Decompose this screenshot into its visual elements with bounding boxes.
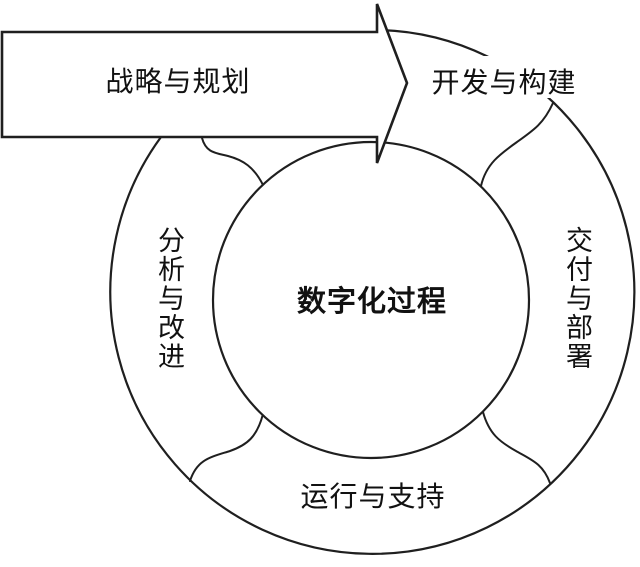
segment-divider-bottom-right [482,411,551,484]
segment-divider-top-right [480,102,554,187]
segment-label-develop: 开发与构建 [428,56,580,98]
segment-divider-top-left [201,137,264,186]
inner-core-circle [211,140,531,460]
center-label-digital-process: 数字化过程 [296,286,447,318]
segment-label-operate: 运行与支持 [300,481,446,512]
strategy-arrow-shape [0,3,409,164]
outer-ring-circle [109,28,636,555]
segment-label-deliver: 交付与部署 [562,226,592,371]
arrow-label-strategy: 战略与规划 [105,66,251,97]
segment-label-analyze: 分析与改进 [154,226,184,371]
segment-divider-bottom-left [189,413,264,482]
